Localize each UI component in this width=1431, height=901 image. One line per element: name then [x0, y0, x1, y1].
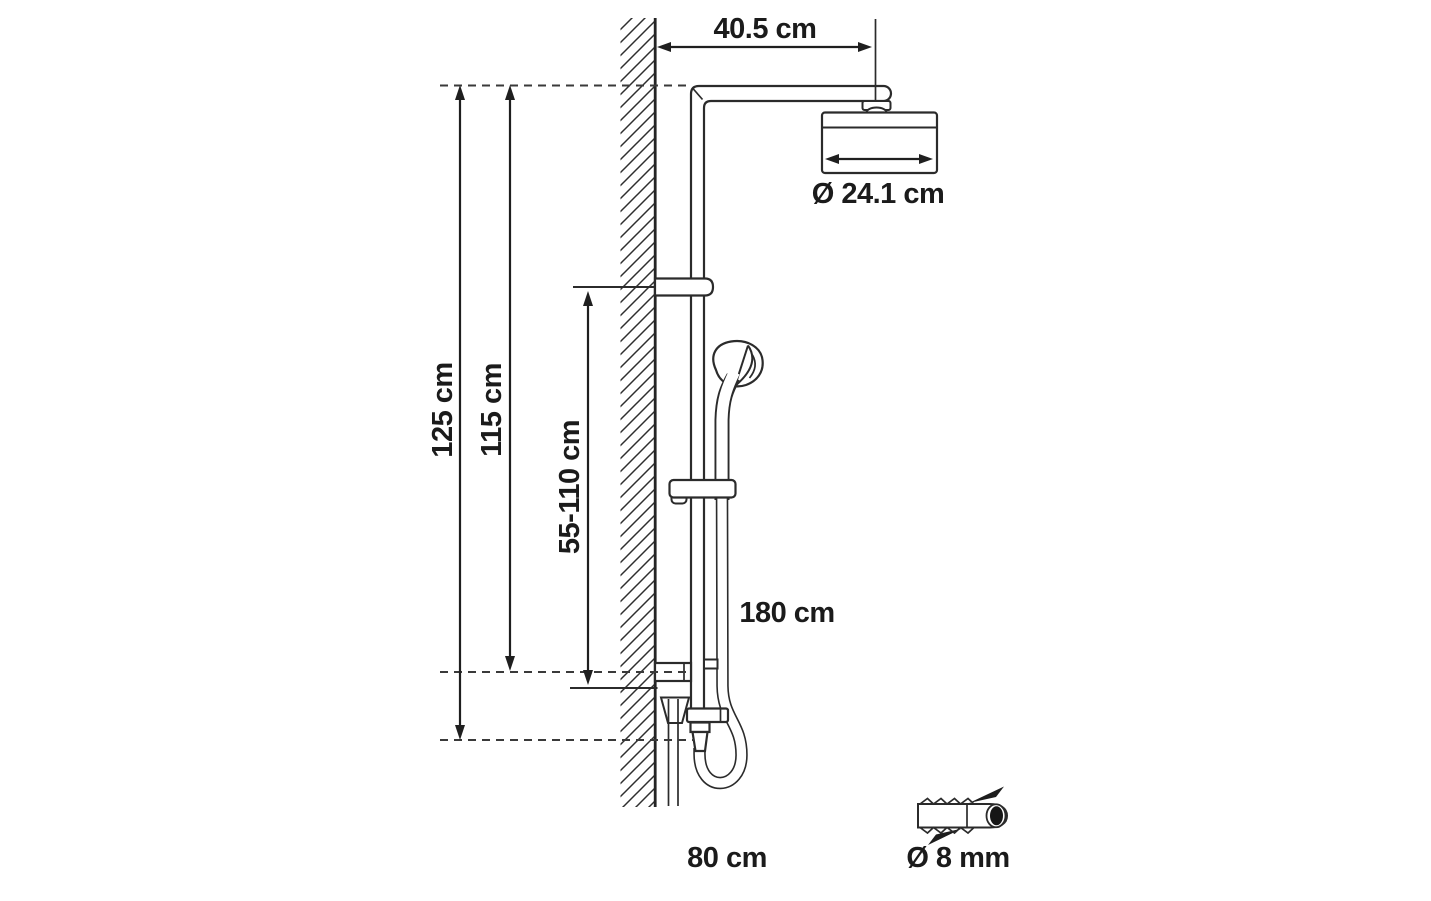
hose-outlet-stub: [703, 658, 719, 670]
upper-wall-bracket: [653, 277, 715, 297]
label-head-diameter: Ø 24.1 cm: [812, 178, 945, 210]
spray-face-inner-arc: [748, 354, 756, 379]
wall-hatch: [620, 18, 655, 807]
label-overall-height: 125 cm: [427, 362, 459, 457]
dashed-reference-lines: [440, 84, 694, 741]
hand-shower-handle-fill: [716, 369, 740, 500]
dim-handset-range: [583, 291, 593, 685]
label-supply-height: 80 cm: [687, 842, 767, 874]
dim-overall-height: [455, 85, 465, 740]
supply-pipes: [667, 699, 679, 806]
dim-riser-height: [505, 85, 515, 671]
arm-miter-line: [691, 87, 704, 101]
wall-plug-icon: [917, 786, 1009, 845]
label-hose-length: 180 cm: [739, 597, 834, 629]
label-arm-projection: 40.5 cm: [714, 13, 817, 45]
hose-connector-nut: [689, 721, 711, 753]
shower-hose: [693, 487, 748, 790]
overhead-shower-head: [820, 111, 939, 175]
dim-arm-projection: [657, 42, 872, 52]
supply-escutcheon: [659, 696, 691, 724]
dimension-lines: [455, 42, 933, 740]
wall-plug-fin-top: [969, 786, 1004, 803]
wall: [620, 18, 657, 807]
diverter-handle: [685, 707, 730, 724]
shower-arm: [689, 84, 893, 726]
shower-riser-pipe: [689, 84, 893, 726]
reference-lines: [570, 286, 658, 689]
label-handset-range: 55-110 cm: [554, 420, 586, 554]
hand-shower: [712, 339, 764, 500]
label-riser-height: 115 cm: [476, 363, 508, 457]
hand-shower-holder: [668, 478, 737, 505]
label-wall-plug-diameter: Ø 8 mm: [906, 842, 1009, 874]
wall-plug-hole: [990, 806, 1003, 826]
dim-head-diameter: [825, 154, 933, 164]
